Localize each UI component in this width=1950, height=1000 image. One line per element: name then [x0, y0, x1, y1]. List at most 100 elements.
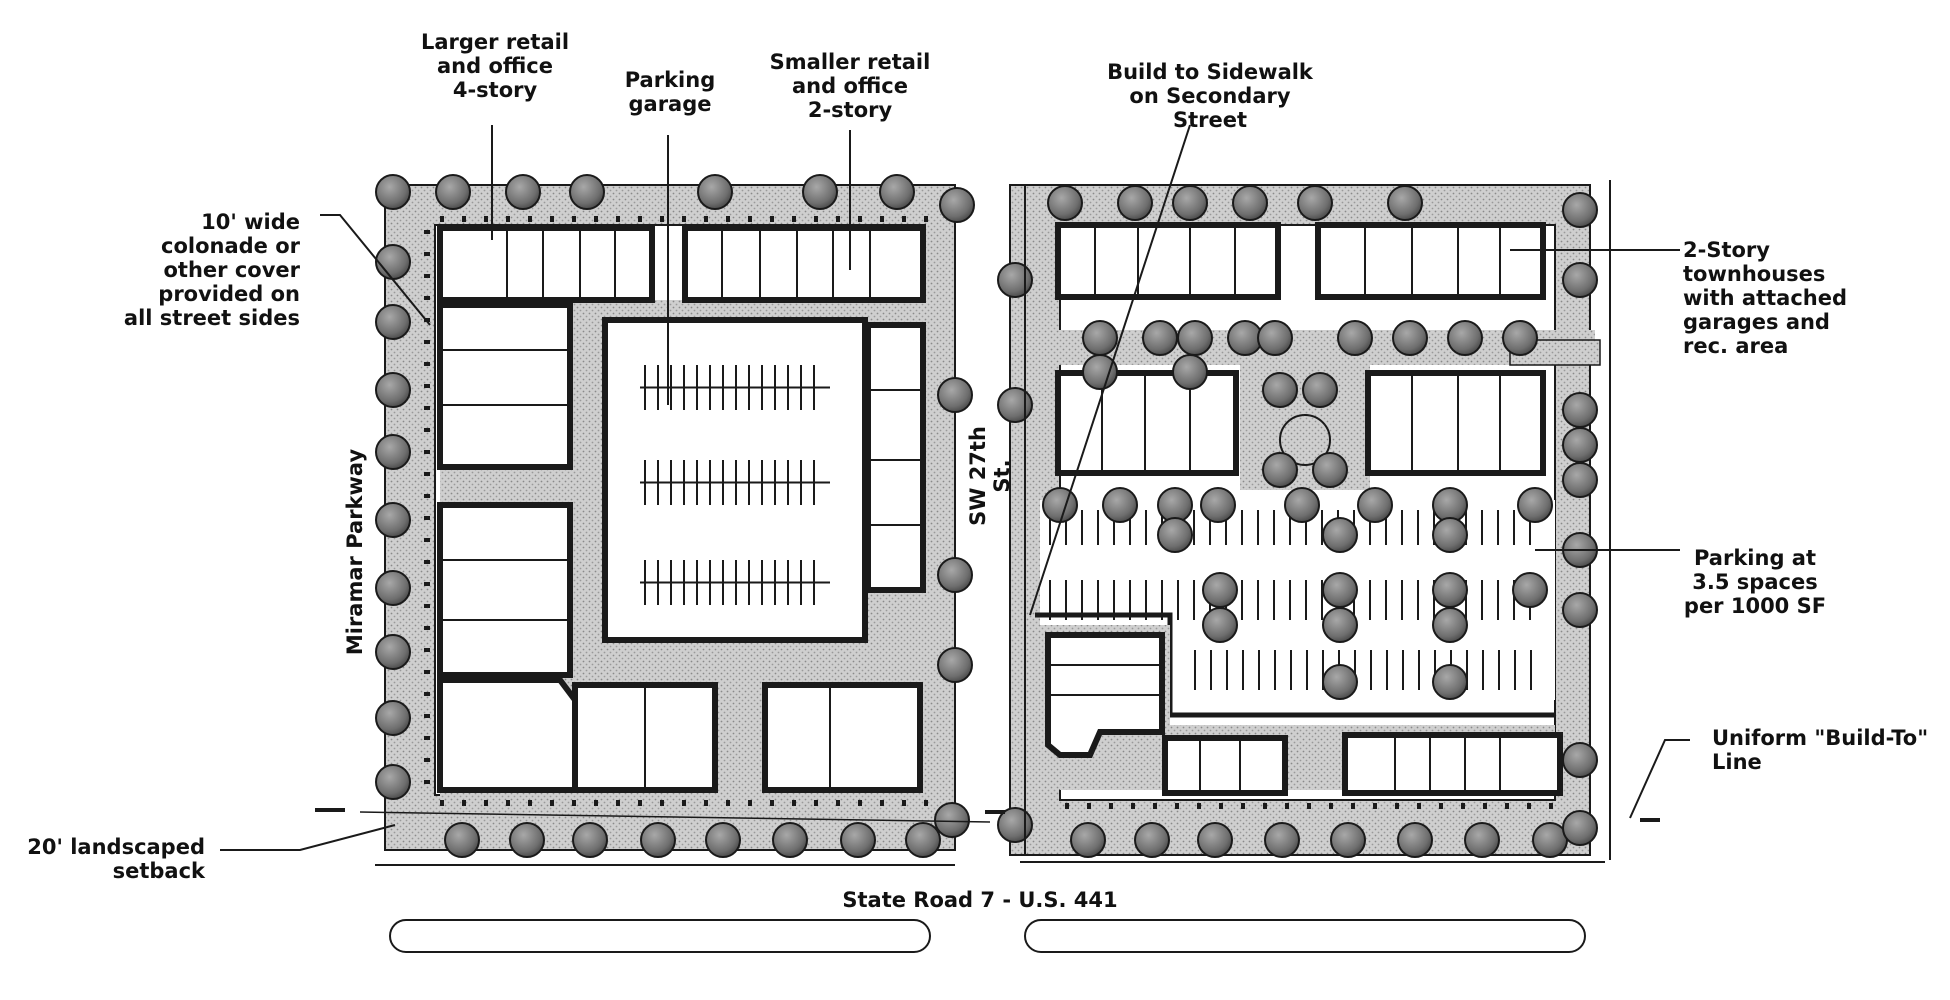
tree-icon [1517, 487, 1553, 523]
tree-icon [705, 822, 741, 858]
colonnade-marker [792, 216, 796, 222]
tree-icon [1202, 607, 1238, 643]
tree-icon [375, 634, 411, 670]
sidewalk-marker [1351, 803, 1355, 809]
colonnade-marker [814, 800, 818, 806]
tree-icon [934, 802, 970, 838]
sidewalk-marker [1417, 803, 1421, 809]
sidewalk-marker [1087, 803, 1091, 809]
sidewalk-marker [1395, 803, 1399, 809]
colonnade-marker [704, 800, 708, 806]
colonnade-marker [902, 800, 906, 806]
colonnade-marker [424, 604, 430, 608]
colonnade-marker [858, 800, 862, 806]
sidewalk-marker [1329, 803, 1333, 809]
tree-icon [1337, 320, 1373, 356]
tree-icon [1262, 372, 1298, 408]
tree-icon [1297, 185, 1333, 221]
tree-icon [1200, 487, 1236, 523]
colonnade-marker [484, 800, 488, 806]
sidewalk-marker [1505, 803, 1509, 809]
tree-icon [375, 570, 411, 606]
tree-icon [1387, 185, 1423, 221]
sidewalk-marker [1197, 803, 1201, 809]
tree-icon [937, 377, 973, 413]
colonnade-marker [424, 494, 430, 498]
tree-icon [1322, 664, 1358, 700]
colonnade-marker [924, 216, 928, 222]
colonnade-marker [638, 216, 642, 222]
sidewalk-marker [1263, 803, 1267, 809]
tree-icon [1392, 320, 1428, 356]
colonnade-marker [770, 800, 774, 806]
tree-icon [1562, 192, 1598, 228]
tree-icon [697, 174, 733, 210]
tree-icon [1322, 607, 1358, 643]
colonnade-marker [660, 216, 664, 222]
sidewalk-marker [1549, 803, 1553, 809]
street-edges [375, 180, 1611, 866]
colonnade-marker [594, 216, 598, 222]
tree-icon [1322, 572, 1358, 608]
tree-icon [1047, 185, 1083, 221]
tree-icon [569, 174, 605, 210]
tree-icon [1070, 822, 1106, 858]
tree-icon [572, 822, 608, 858]
colonnade-marker [440, 216, 444, 222]
tree-icon [375, 700, 411, 736]
tree-icon [1312, 452, 1348, 488]
tree-icon [1302, 372, 1338, 408]
retail-building-left-2 [437, 502, 573, 678]
leader-lines [220, 124, 1690, 851]
tree-icon [375, 304, 411, 340]
sidewalk-marker [1373, 803, 1377, 809]
colonnade-marker [880, 800, 884, 806]
build-to-line [315, 808, 1660, 823]
tree-icon [509, 822, 545, 858]
colonnade-marker [638, 800, 642, 806]
retail-building-top-left [437, 225, 655, 303]
tree-icon [1082, 354, 1118, 390]
townhouse-dividers [1050, 228, 1501, 790]
colonnade-marker [424, 692, 430, 696]
sidewalk-markers [1065, 803, 1553, 809]
colonnade-marker [814, 216, 818, 222]
street-label-state-road: State Road 7 - U.S. 441 [842, 888, 1118, 912]
tree-icon [1432, 664, 1468, 700]
tree-icon [1562, 592, 1598, 628]
tree-icon [939, 187, 975, 223]
tree-icon [1042, 487, 1078, 523]
road-median-left [389, 919, 931, 953]
townhouse-row-mid-left [1055, 370, 1239, 476]
colonnade-marker [424, 538, 430, 542]
colonnade-marker [616, 800, 620, 806]
colonnade-marker [924, 800, 928, 806]
colonnade-marker [440, 800, 444, 806]
colonnade-marker [424, 384, 430, 388]
label-smaller-retail: Smaller retail and office 2-story [769, 50, 931, 122]
colonnade-marker [424, 230, 430, 234]
colonnade-marker [792, 800, 796, 806]
sidewalk-marker [1439, 803, 1443, 809]
colonnade-marker [726, 216, 730, 222]
colonnade-marker [462, 216, 466, 222]
tree-icon [1562, 392, 1598, 428]
tree-icon [1447, 320, 1483, 356]
label-setback: 20' landscaped setback [27, 835, 205, 883]
colonnade-marker [424, 780, 430, 784]
colonnade-marker [550, 216, 554, 222]
colonnade-marker [424, 296, 430, 300]
colonnade-marker [424, 340, 430, 344]
tree-icon [1232, 185, 1268, 221]
townhouse-lower-right [1342, 732, 1563, 796]
retail-building-right [865, 322, 926, 593]
tree-icon [640, 822, 676, 858]
townhouse-lower-mid [1162, 735, 1288, 796]
tree-icon [1397, 822, 1433, 858]
sidewalk-marker [1065, 803, 1069, 809]
colonnade-marker [424, 560, 430, 564]
tree-icon [1562, 810, 1598, 846]
colonnade-marker [424, 582, 430, 586]
tree-icon [375, 502, 411, 538]
tree-icon [1172, 354, 1208, 390]
